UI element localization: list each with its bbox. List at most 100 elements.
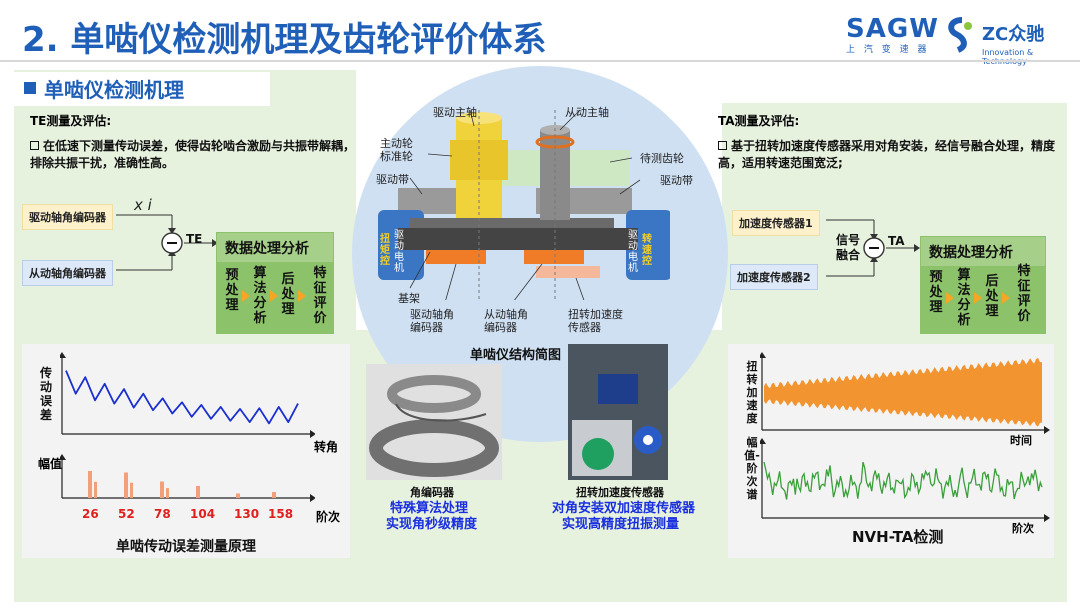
te-analysis-title: 数据处理分析: [216, 232, 334, 264]
sensor-photo-icon: [568, 344, 668, 480]
ta-chart-svg: [760, 352, 1050, 522]
torsion-sensor-shape: [536, 266, 600, 278]
encoder-caption-2: 实现角秒级精度: [386, 517, 478, 532]
ta-step-2: 算法分析: [957, 268, 971, 328]
order-tick-104: 104: [190, 507, 216, 521]
right-motor-shape: [626, 210, 670, 280]
ta-flow-lines: [826, 219, 920, 277]
te-chart-upper-ylabel: 传动误差: [39, 366, 52, 422]
ta-fusion-label: 信号融合: [836, 233, 861, 262]
arrow-right-icon: [298, 290, 306, 302]
arrow-right-icon: [270, 290, 278, 302]
drive-encoder-shape: [426, 250, 486, 264]
te-multiplier: x i: [134, 196, 152, 214]
te-output-label: TE: [186, 232, 203, 246]
zc-logo-sub: Innovation & Technology: [982, 48, 1034, 66]
base-top-shape: [410, 218, 614, 228]
arrow-right-icon: [946, 292, 954, 304]
ta-chart-lower-xlabel: 阶次: [1012, 522, 1034, 535]
label-drive-encoder: 驱动轴角编码器: [410, 308, 454, 334]
encoder-photo: [366, 364, 502, 480]
swirl-logo-icon: [948, 17, 972, 53]
order-tick-130: 130: [234, 507, 260, 521]
order-bar-side-52: [130, 482, 133, 498]
ta-chart-upper-ylabel: 扭转加速度: [746, 360, 758, 425]
order-bar-side-78: [166, 488, 169, 498]
te-chart-lower-xlabel: 阶次: [316, 510, 341, 524]
label-test-gear: 待测齿轮: [640, 152, 684, 165]
ta-bullet-text: 基于扭转加速度传感器采用对角安装，经信号融合处理，精度高，适用转速范围宽泛;: [718, 139, 1056, 170]
ta-heading: TA测量及评估:: [718, 114, 800, 128]
ta-chart-upper-xlabel: 时间: [1010, 434, 1032, 447]
te-bullet-text: 在低速下测量传动误差，使得齿轮啮合激励与共振带解耦，排除共振干扰，准确性高。: [30, 139, 356, 170]
label-driven-spindle: 从动主轴: [565, 106, 609, 119]
ta-bullet-block: 基于扭转加速度传感器采用对角安装，经信号融合处理，精度高，适用转速范围宽泛;: [718, 138, 1064, 172]
page-title: 2. 单啮仪检测机理及齿轮评价体系: [22, 20, 547, 60]
base-shape: [398, 228, 638, 250]
te-bullet-block: 在低速下测量传动误差，使得齿轮啮合激励与共振带解耦，排除共振干扰，准确性高。: [30, 138, 360, 172]
order-tick-52: 52: [118, 507, 135, 521]
te-error-line: [65, 370, 299, 425]
te-chart-caption: 单啮传动误差测量原理: [116, 539, 256, 555]
label-belt-right: 驱动带: [660, 174, 693, 187]
arrow-right-icon: [1002, 292, 1010, 304]
te-input-driven-encoder: 从动轴角编码器: [22, 260, 113, 286]
te-input-drive-encoder: 驱动轴角编码器: [22, 204, 113, 230]
zc-logo-text: ZC众驰: [982, 24, 1045, 45]
ta-chart-caption: NVH-TA检测: [852, 528, 944, 546]
order-tick-78: 78: [154, 507, 171, 521]
encoder-photo-label: 角编码器: [410, 486, 454, 499]
driven-encoder-shape: [524, 250, 584, 264]
label-belt-left: 驱动带: [376, 173, 409, 186]
ta-input-sensor-1: 加速度传感器1: [732, 210, 820, 236]
sensor-caption-2: 实现高精度扭振测量: [562, 517, 680, 532]
ta-fusion-node: [863, 237, 885, 259]
encoder-ring-icon: [369, 375, 499, 477]
order-bar-130: [236, 493, 240, 498]
label-torsion-sensor: 扭转加速度传感器: [568, 308, 623, 334]
sensor-caption-1: 对角安装双加速度传感器: [552, 501, 696, 516]
te-chart-upper-xlabel: 转角: [314, 440, 339, 454]
order-bar-side-26: [94, 481, 97, 498]
te-flow-lines: [116, 214, 218, 271]
te-heading: TE测量及评估:: [30, 114, 112, 128]
machine-schematic: [378, 109, 670, 300]
ta-input-sensor-2: 加速度传感器2: [730, 264, 818, 290]
sagw-logo: SAGW 上 汽 变 速 器: [846, 14, 939, 55]
ta-output-label: TA: [888, 234, 905, 248]
te-chart-box: [22, 344, 350, 558]
te-chart-lower-ylabel: 幅值: [38, 457, 63, 471]
label-master-gear: 主动轮标准轮: [380, 137, 413, 163]
label-ctrl-right: 转速控: [642, 234, 652, 267]
label-drive-spindle: 驱动主轴: [433, 106, 477, 119]
ta-order-spectrum: [763, 461, 1043, 500]
sagw-logo-text: SAGW: [846, 14, 939, 44]
label-motor-left: 驱动电机: [394, 230, 404, 274]
ta-acceleration-waveform: [764, 357, 1042, 427]
section-bullet-icon: [24, 82, 36, 94]
arrow-right-icon: [974, 292, 982, 304]
order-tick-26: 26: [82, 507, 99, 521]
te-step-2: 算法分析: [253, 266, 267, 326]
encoder-caption-1: 特殊算法处理: [390, 501, 469, 516]
ta-step-4: 特征评价: [1017, 264, 1031, 324]
order-bar-26: [88, 471, 92, 498]
machine-caption: 单啮仪结构简图: [470, 348, 562, 363]
ta-step-3: 后处理: [985, 274, 999, 319]
title-divider: [0, 60, 1080, 62]
ta-chart-lower-ylabel: 幅值-阶次谱: [744, 436, 760, 501]
label-ctrl-left: 扭矩控: [380, 234, 390, 267]
te-step-4: 特征评价: [313, 266, 327, 326]
order-tick-158: 158: [268, 507, 294, 521]
section-header: [14, 72, 270, 106]
order-bar-78: [160, 481, 164, 498]
order-bar-104: [196, 486, 200, 498]
checkbox-icon: [30, 141, 39, 150]
checkbox-icon: [718, 141, 727, 150]
sensor-photo-label: 扭转加速度传感器: [576, 486, 664, 499]
te-chart-svg: [60, 352, 315, 502]
ta-analysis-title: 数据处理分析: [920, 236, 1046, 268]
te-step-1: 预处理: [225, 268, 239, 313]
te-subtract-node: [161, 232, 183, 254]
label-driven-encoder: 从动轴角编码器: [484, 308, 528, 334]
